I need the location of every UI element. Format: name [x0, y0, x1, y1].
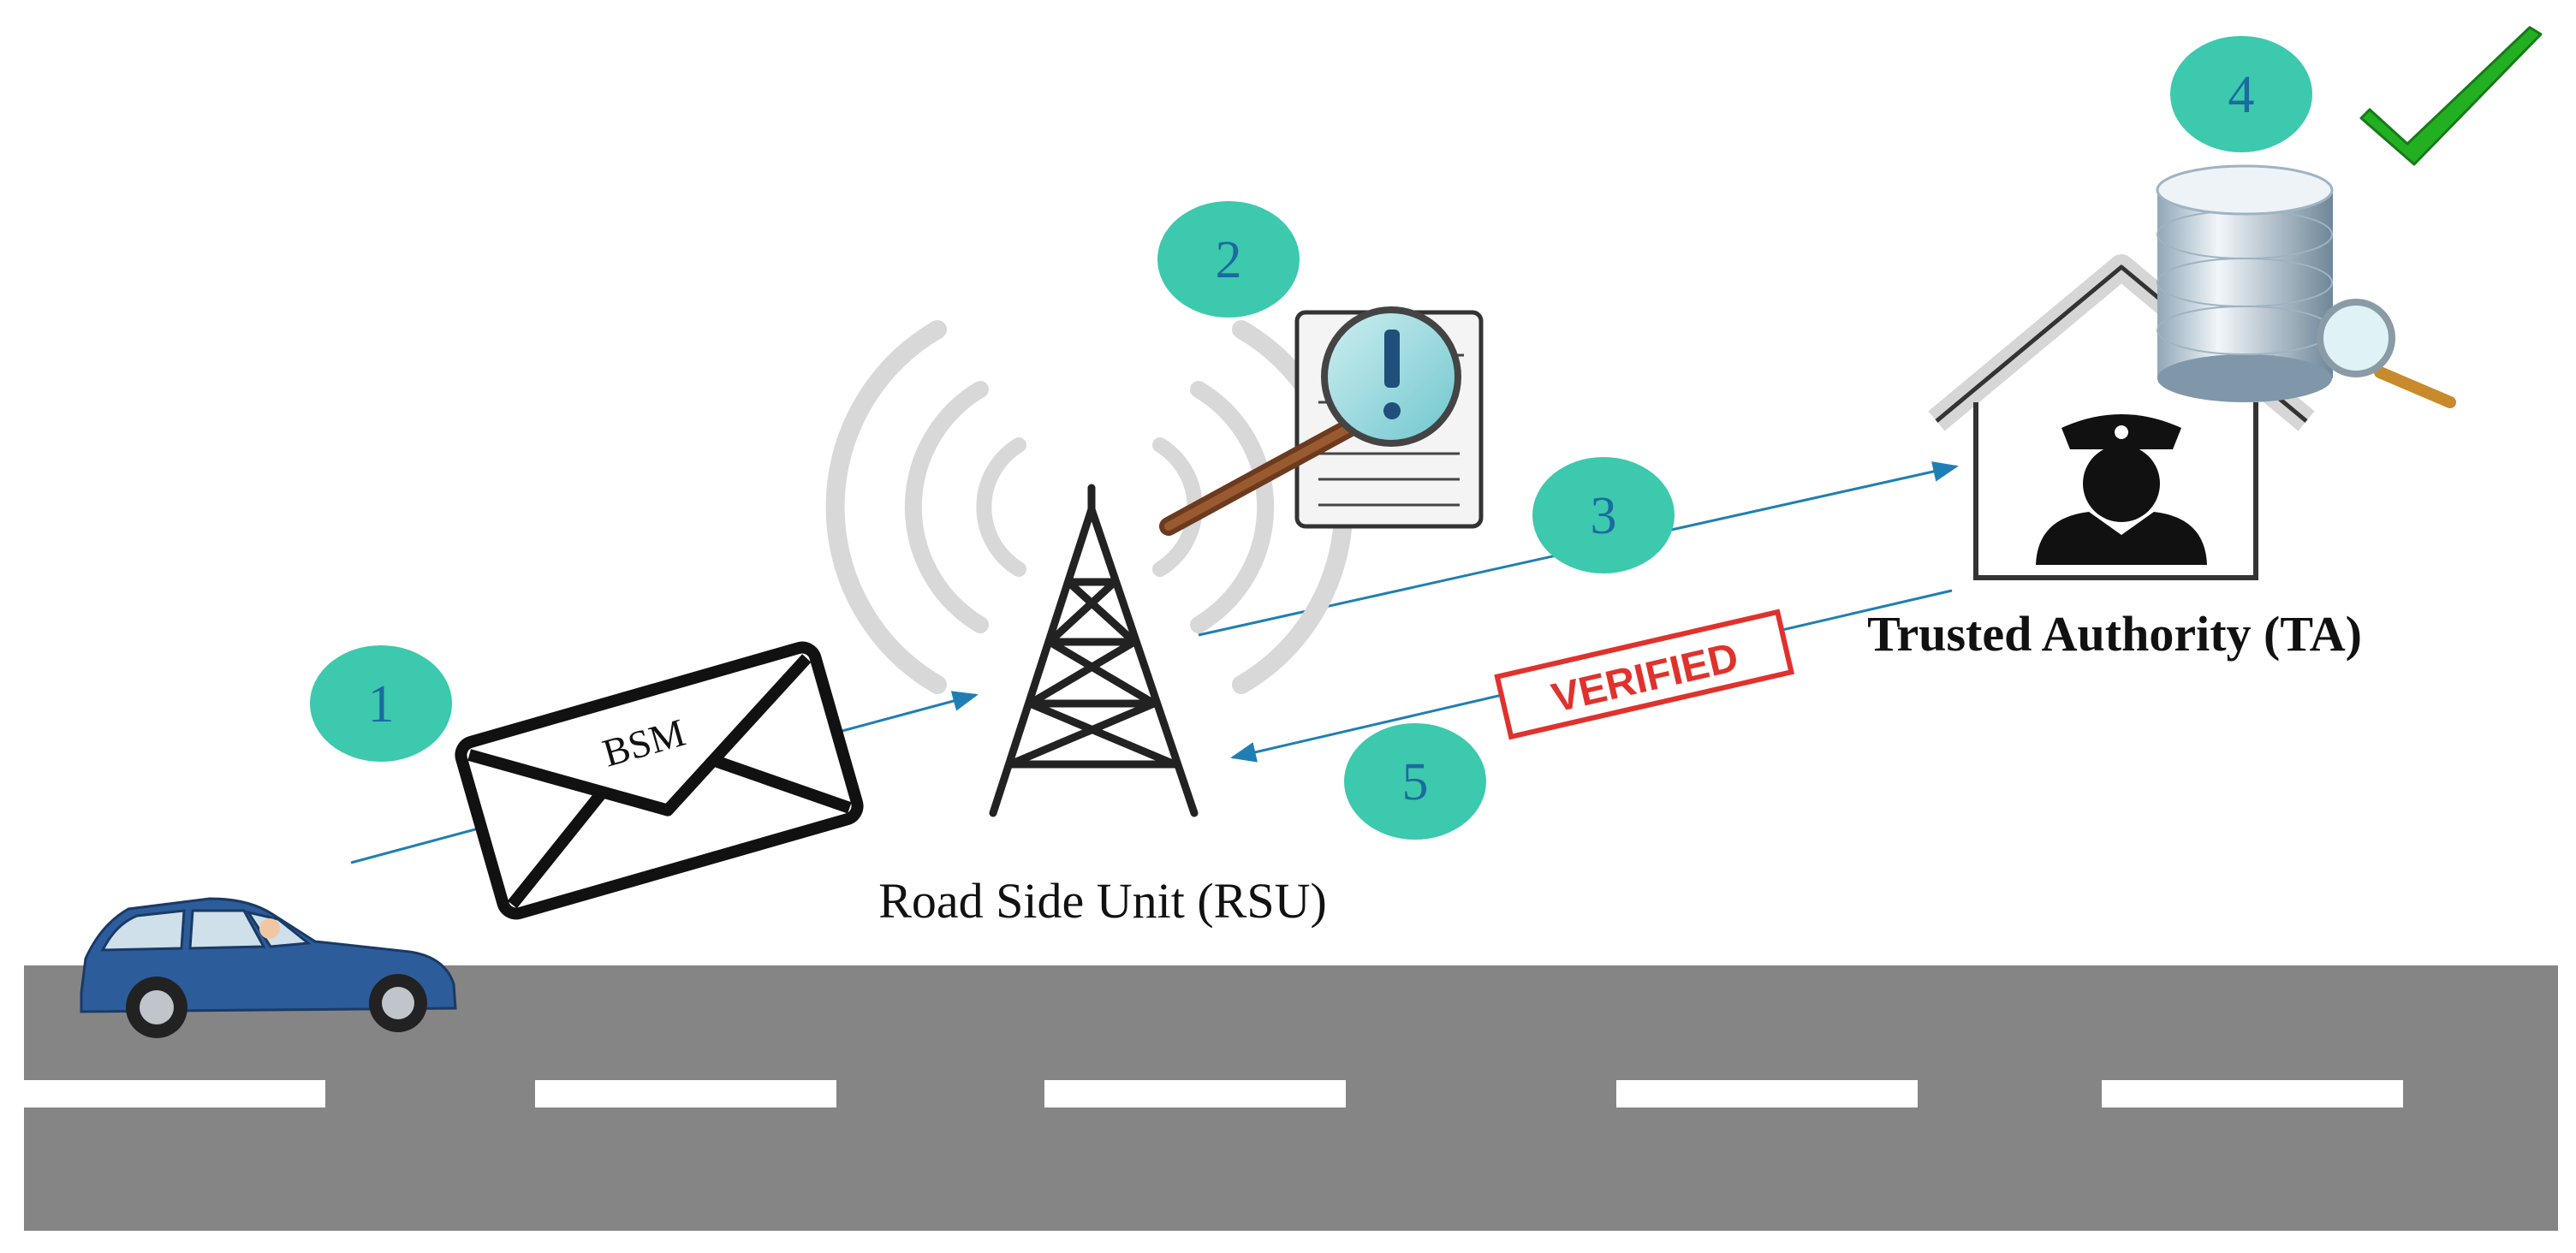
envelope-icon: BSM: [455, 641, 864, 920]
step-1-number: 1: [368, 675, 395, 733]
database-icon: [2156, 164, 2456, 408]
car-icon: [80, 897, 457, 1038]
ta-label: Trusted Authority (TA): [1867, 606, 2362, 662]
magnifier-document-icon: [1159, 306, 1484, 536]
lane-markings: [24, 1080, 2403, 1108]
step-5: 5: [1344, 723, 1486, 840]
verified-stamp-icon: VERIFIED: [1494, 609, 1795, 740]
step-5-number: 5: [1402, 753, 1429, 811]
checkmark-icon: [2359, 26, 2543, 166]
step-4: 4: [2170, 36, 2312, 152]
step-2: 2: [1157, 201, 1300, 318]
tower-icon: [989, 484, 1199, 817]
step-4-number: 4: [2228, 66, 2255, 124]
step-1: 1: [310, 645, 452, 762]
step-3-number: 3: [1591, 487, 1617, 545]
rsu-label: Road Side Unit (RSU): [878, 873, 1327, 929]
step-3: 3: [1532, 457, 1675, 573]
step-2-number: 2: [1216, 231, 1242, 289]
road: [24, 965, 2558, 1231]
